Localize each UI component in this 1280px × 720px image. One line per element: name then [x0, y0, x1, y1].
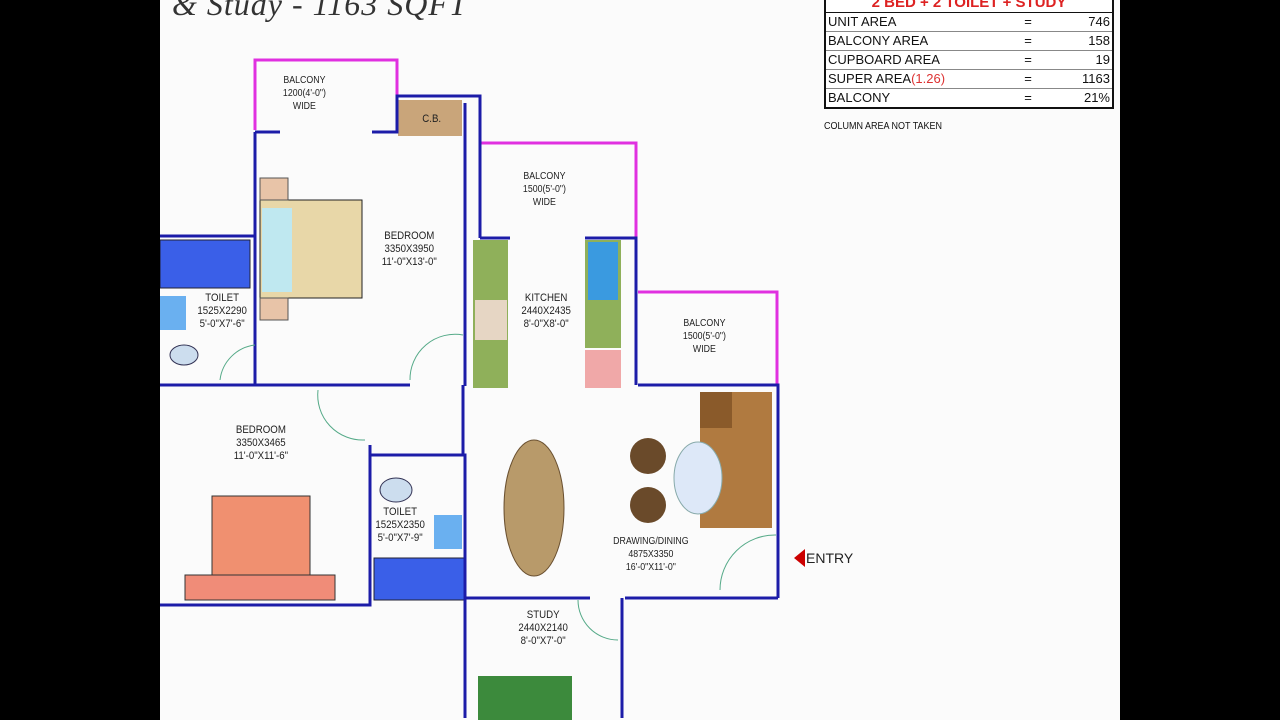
side-table: [259, 297, 289, 321]
sofa-corner: [700, 392, 732, 428]
cupboard: [398, 100, 462, 136]
bed-2-headboard: [184, 574, 336, 601]
staircase: [478, 676, 572, 720]
area-table: 2 BED + 2 TOILET + STUDY UNIT AREA=746 B…: [824, 0, 1114, 109]
floor-plan-panel: & Study - 1163 SQFT 2 BED + 2 TOILET + S…: [160, 0, 1120, 720]
pillows-1: [262, 208, 292, 292]
room-label-cupboard: C.B.: [422, 113, 442, 125]
balcony-outlines: [253, 58, 779, 385]
table-row: CUPBOARD AREA=19: [826, 51, 1112, 70]
area-table-heading: 2 BED + 2 TOILET + STUDY: [826, 0, 1112, 13]
wc-1: [169, 344, 199, 366]
entry-arrow-icon: [794, 549, 805, 567]
door-swings: [219, 333, 777, 641]
entry-marker: ENTRY: [794, 549, 853, 567]
side-table: [259, 177, 289, 201]
basin-2: [434, 515, 462, 549]
bathtub-2: [373, 557, 465, 601]
column-area-note: COLUMN AREA NOT TAKEN: [824, 121, 943, 132]
fridge: [585, 350, 621, 388]
plan-title: & Study - 1163 SQFT: [172, 0, 468, 22]
stove: [475, 300, 507, 340]
table-row: SUPER AREA(1.26)=1163: [826, 70, 1112, 89]
floor-plan-drawing: [160, 58, 780, 720]
armchair: [630, 487, 666, 523]
coffee-table: [673, 441, 723, 515]
sink: [588, 242, 618, 300]
furniture: [160, 100, 772, 720]
table-row: BALCONY=21%: [828, 90, 1110, 105]
table-row: BALCONY AREA=158: [826, 32, 1112, 51]
basin-1: [160, 296, 186, 330]
table-row: UNIT AREA=746: [826, 13, 1112, 32]
armchair: [630, 438, 666, 474]
wc-2: [379, 477, 413, 503]
bathtub-1: [160, 239, 251, 289]
walls: [160, 94, 780, 718]
dining-table: [503, 439, 565, 577]
